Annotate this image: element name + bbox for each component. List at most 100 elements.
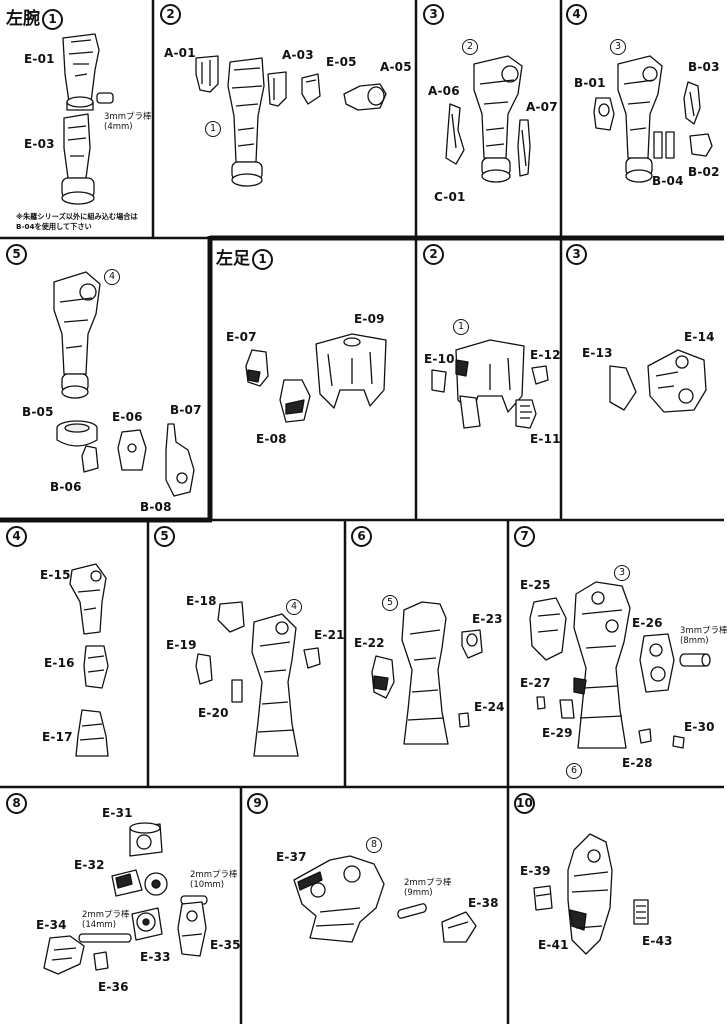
part-label-E-18: E-18 [186, 594, 217, 608]
step-leg-8: 8 [6, 793, 27, 814]
assembled-leg-step7 [573, 581, 631, 749]
part-E-12 [531, 365, 549, 385]
rod-14mm [78, 933, 132, 943]
part-E-17 [75, 709, 109, 757]
part-label-A-07: A-07 [526, 100, 558, 114]
part-B-04 [653, 131, 675, 159]
part-label-E-23: E-23 [472, 612, 503, 626]
step-leg-5: 5 [154, 526, 175, 547]
part-label-E-16: E-16 [44, 656, 75, 670]
part-label-E-25: E-25 [520, 578, 551, 592]
ref-step-3-leg: 3 [614, 562, 630, 581]
ref-step-4-leg: 4 [286, 596, 302, 615]
step-2: 2 [160, 4, 181, 25]
step-leg-10: 10 [514, 793, 535, 814]
part-E-32 [111, 869, 168, 897]
rod-label-4mm: 3mmプラ棒 (4mm) [104, 112, 152, 132]
part-E-13 [609, 365, 637, 411]
part-label-E-20: E-20 [198, 706, 229, 720]
part-label-B-04: B-04 [652, 174, 684, 188]
part-E-21 [303, 647, 321, 669]
part-label-B-02: B-02 [688, 165, 720, 179]
part-label-E-38: E-38 [468, 896, 499, 910]
ref-step-2: 2 [462, 36, 478, 55]
part-label-E-17: E-17 [42, 730, 73, 744]
part-label-E-34: E-34 [36, 918, 67, 932]
part-E-07 [245, 349, 269, 387]
part-B-03 [683, 81, 701, 125]
part-A-07 [517, 119, 531, 177]
part-E-27 [536, 696, 546, 710]
assembled-arm [227, 57, 265, 187]
part-E-29 [559, 699, 575, 719]
part-E-28 [638, 728, 652, 744]
rod-8mm [679, 653, 711, 667]
part-label-A-05: A-05 [380, 60, 412, 74]
step-5: 5 [6, 244, 27, 265]
part-E-31 [129, 822, 163, 857]
rod-label-9mm: 2mmプラ棒 (9mm) [404, 878, 452, 898]
part-E-11 [515, 399, 537, 429]
part-label-E-01: E-01 [24, 52, 55, 66]
part-label-C-01: C-01 [434, 190, 466, 204]
step-leg-9: 9 [247, 793, 268, 814]
part-E-22 [371, 655, 395, 699]
step-leg-7: 7 [514, 526, 535, 547]
part-label-E-35: E-35 [210, 938, 241, 952]
part-label-E-21: E-21 [314, 628, 345, 642]
part-label-E-31: E-31 [102, 806, 133, 820]
part-E-06 [117, 429, 147, 471]
step-leg-6: 6 [351, 526, 372, 547]
step-leg-2: 2 [423, 244, 444, 265]
part-label-E-03: E-03 [24, 137, 55, 151]
part-B-05-ring [56, 420, 98, 447]
part-B-06 [81, 445, 99, 473]
part-B-02 [689, 133, 713, 157]
part-A-03-right [301, 73, 321, 105]
ref-step-1-leg: 1 [453, 316, 469, 335]
part-label-A-03: A-03 [282, 48, 314, 62]
part-label-E-43: E-43 [642, 934, 673, 948]
part-label-E-37: E-37 [276, 850, 307, 864]
part-label-B-03: B-03 [688, 60, 720, 74]
part-label-B-01: B-01 [574, 76, 606, 90]
part-B-07 [165, 423, 195, 497]
part-E-38 [441, 911, 477, 943]
part-label-E-39: E-39 [520, 864, 551, 878]
part-A-03-left [267, 71, 287, 107]
part-label-B-08: B-08 [140, 500, 172, 514]
assembled-leg-step2 [455, 339, 525, 429]
part-label-B-07: B-07 [170, 403, 202, 417]
part-label-E-29: E-29 [542, 726, 573, 740]
part-label-E-15: E-15 [40, 568, 71, 582]
part-B-01 [593, 97, 615, 131]
part-E-15 [69, 563, 107, 635]
part-label-E-28: E-28 [622, 756, 653, 770]
part-label-E-12: E-12 [530, 348, 561, 362]
part-E-14 [647, 349, 707, 413]
part-E-20 [231, 679, 243, 703]
step-3: 3 [423, 4, 444, 25]
assembled-leg-step9 [293, 855, 385, 943]
part-E-43 [633, 899, 649, 925]
part-label-E-22: E-22 [354, 636, 385, 650]
part-A-05 [343, 83, 387, 111]
part-label-E-41: E-41 [538, 938, 569, 952]
assembled-leg-step10 [567, 833, 613, 955]
step-number: 1 [252, 248, 273, 270]
step-leg-4: 4 [6, 526, 27, 547]
assembled-arm-step3 [473, 55, 523, 183]
ref-step-3: 3 [610, 36, 626, 55]
part-label-E-19: E-19 [166, 638, 197, 652]
part-E-16 [83, 645, 109, 689]
part-label-A-01: A-01 [164, 46, 196, 60]
step-leg-3: 3 [566, 244, 587, 265]
part-label-E-32: E-32 [74, 858, 105, 872]
ref-step-6-leg: 6 [566, 760, 582, 779]
part-label-E-33: E-33 [140, 950, 171, 964]
assembled-leg-step5 [251, 613, 299, 757]
part-E-24 [458, 712, 470, 728]
